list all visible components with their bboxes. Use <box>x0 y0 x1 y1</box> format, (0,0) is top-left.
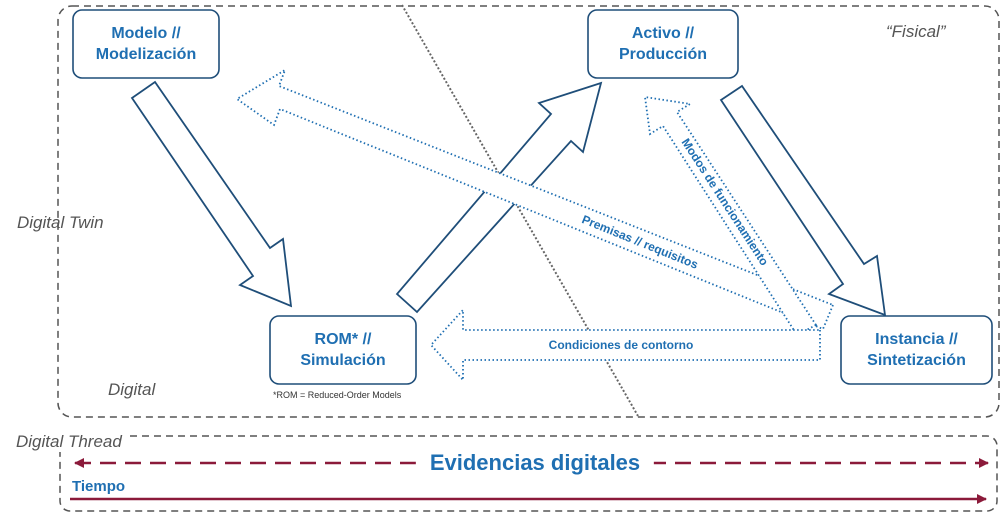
arrow-premisas <box>235 67 835 331</box>
box-rom-label: ROM* // Simulación <box>300 331 386 369</box>
condiciones-label: Condiciones de contorno <box>548 338 694 352</box>
box-modelo <box>72 9 220 79</box>
digital-thread-region <box>59 435 998 512</box>
physical-digital-divider <box>401 4 639 417</box>
digital-twin-label: Digital Twin <box>17 213 104 232</box>
box-instancia <box>840 315 993 385</box>
digital-thread-label: Digital Thread <box>16 432 128 452</box>
arrow-activo-to-instancia <box>719 84 887 317</box>
arrow-modelo-to-rom <box>130 80 293 308</box>
box-instancia-label: Instancia // Sintetización <box>867 331 966 369</box>
arrow-modos <box>643 95 818 337</box>
tiempo-label: Tiempo <box>72 478 126 495</box>
rom-footnote: *ROM = Reduced-Order Models <box>273 390 402 400</box>
evidencias-label: Evidencias digitales <box>415 450 655 476</box>
box-activo <box>587 9 739 79</box>
box-modelo-label: Modelo // Modelización <box>95 25 197 63</box>
box-rom <box>269 315 417 385</box>
digital-twin-region <box>57 5 1000 418</box>
fisical-label: “Fisical” <box>886 22 946 41</box>
digital-label: Digital <box>108 380 156 399</box>
box-activo-label: Activo // Producción <box>618 25 707 63</box>
arrow-condiciones <box>429 307 821 383</box>
